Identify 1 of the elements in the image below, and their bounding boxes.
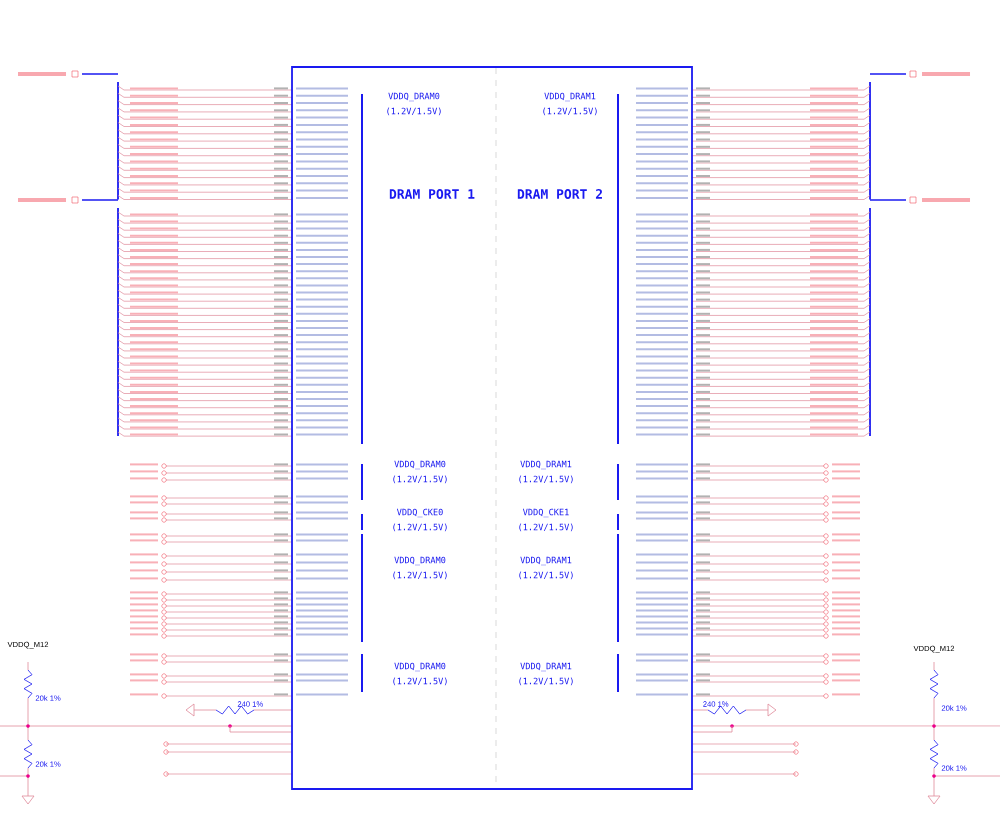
chip-box [291, 66, 693, 790]
